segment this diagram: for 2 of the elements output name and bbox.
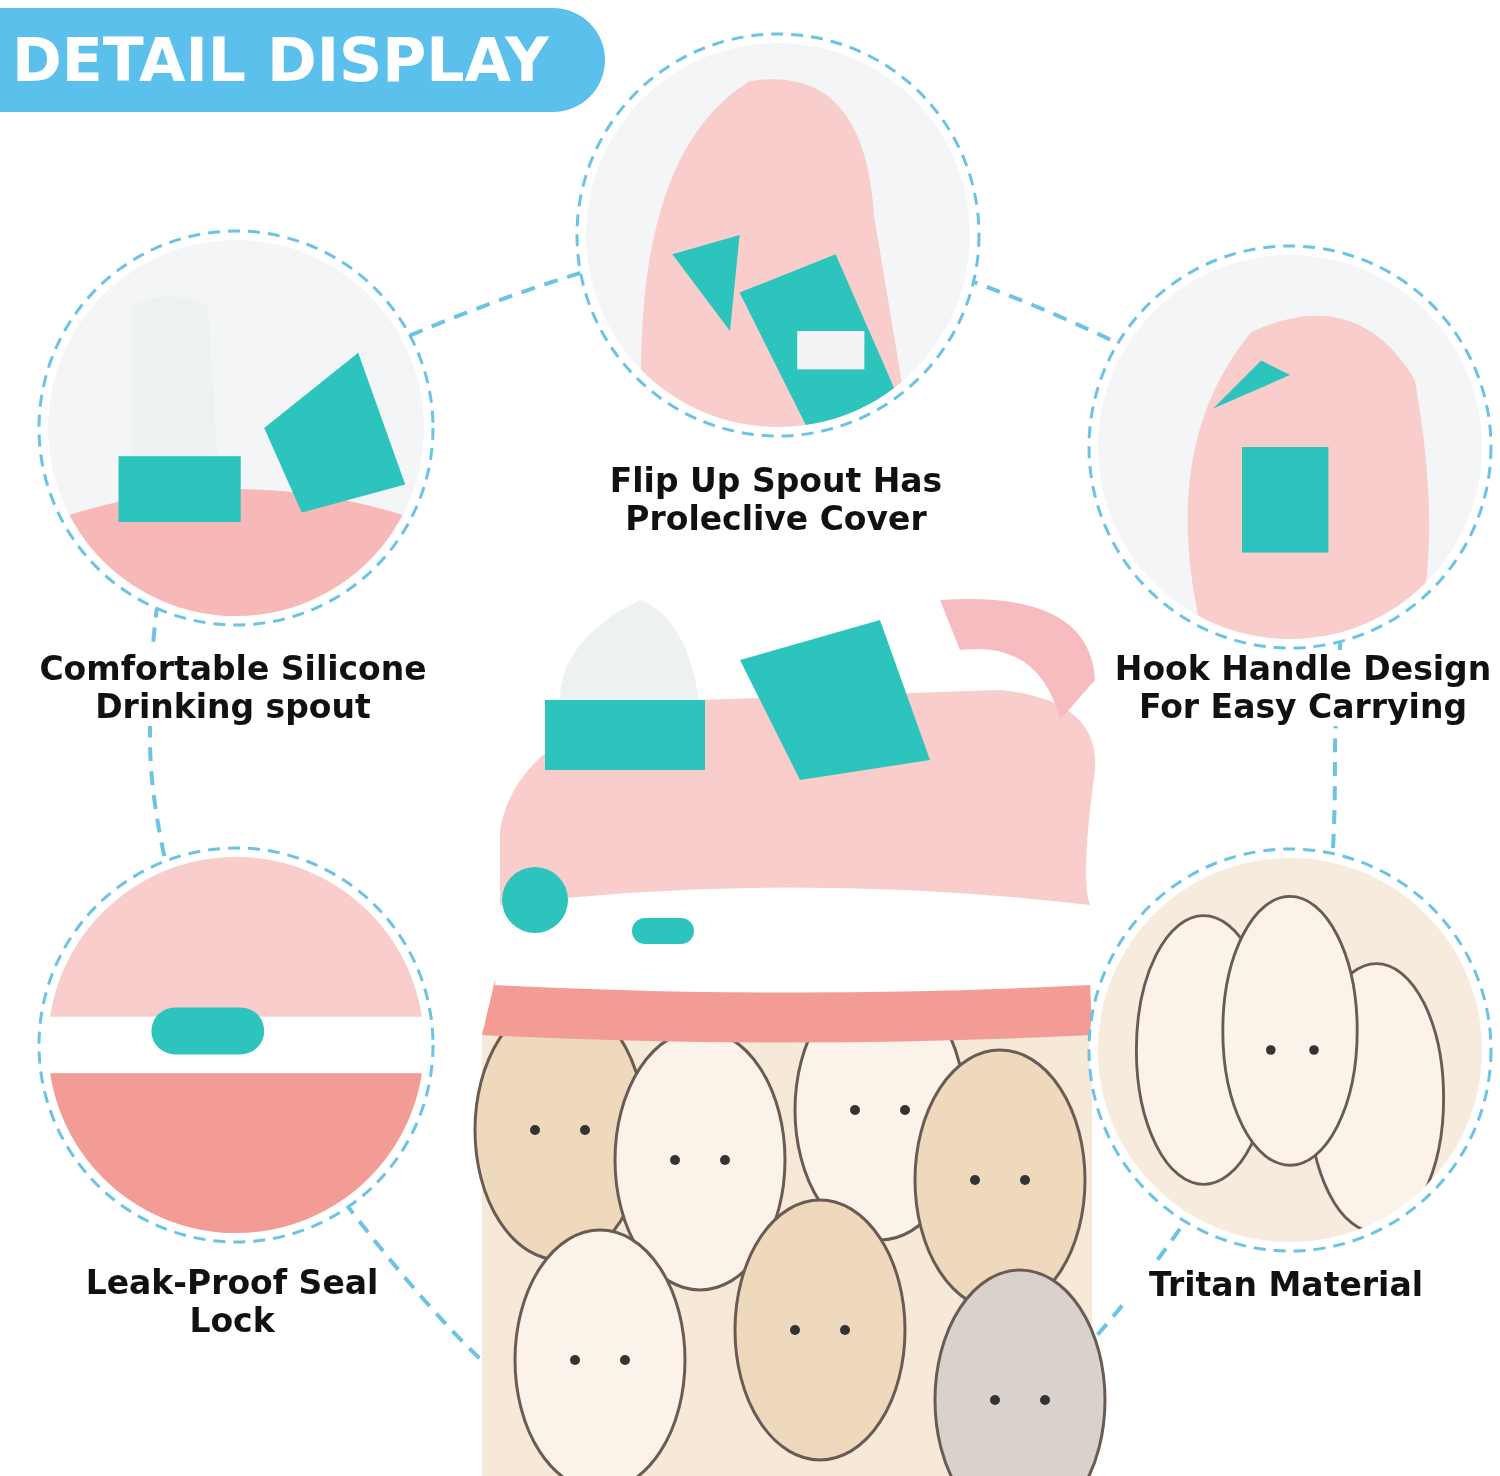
title-banner: DETAIL DISPLAY bbox=[0, 8, 605, 112]
detail-photo-circle bbox=[48, 857, 424, 1233]
